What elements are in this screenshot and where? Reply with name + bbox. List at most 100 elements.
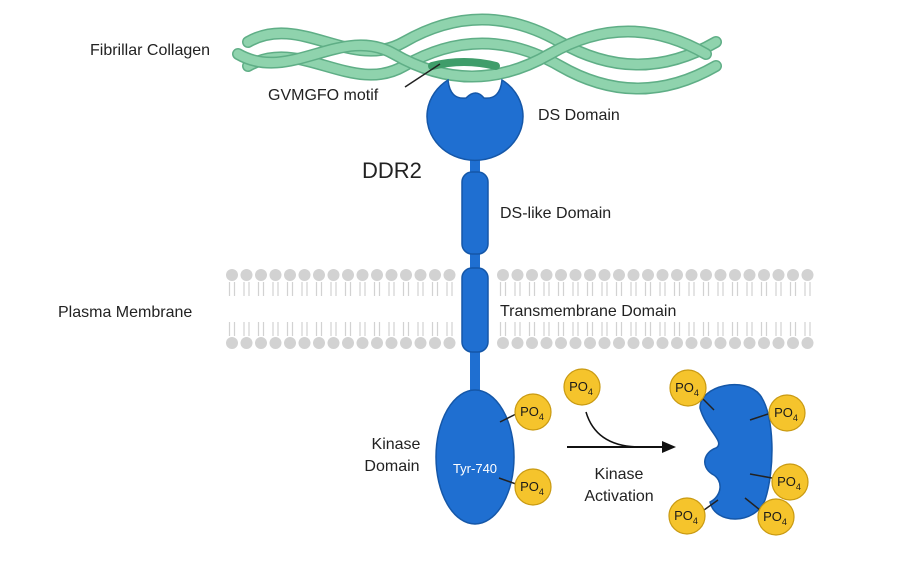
phosphate-label: PO4 — [520, 479, 544, 497]
activated-kinase — [699, 383, 773, 520]
lipid-head — [671, 337, 683, 349]
lipid-head — [385, 337, 398, 349]
lipid-head — [497, 337, 509, 349]
lipid-head — [240, 337, 253, 349]
lipid-head — [569, 337, 582, 349]
lipid-head — [584, 337, 596, 349]
phosphate-group: PO4 — [768, 394, 806, 432]
lipid-head — [526, 337, 538, 349]
lipid-head — [714, 337, 727, 349]
phosphate-group: PO4 — [669, 369, 707, 407]
lipid-head — [627, 337, 640, 349]
phosphate-label: PO4 — [520, 404, 544, 422]
lipid-head — [613, 269, 625, 281]
lipid-head — [526, 269, 538, 281]
lipid-head — [269, 269, 282, 281]
lipid-head — [656, 337, 669, 349]
lipid-head — [356, 337, 369, 349]
lipid-head — [772, 269, 785, 281]
activation-arrow — [567, 411, 676, 453]
lipid-head — [313, 269, 325, 281]
lipid-head — [443, 337, 456, 349]
lipid-head — [400, 269, 412, 281]
lipid-head — [714, 269, 727, 281]
lipid-head — [671, 269, 683, 281]
lipid-head — [511, 269, 524, 281]
lipid-head — [801, 337, 814, 349]
lipid-head — [569, 269, 582, 281]
transmembrane-domain — [461, 267, 489, 353]
collagen-label: Fibrillar Collagen — [90, 42, 210, 59]
activation-label-line2: Activation — [584, 488, 653, 505]
lipid-head — [298, 337, 311, 349]
po4-link-d — [703, 499, 719, 511]
ddr2-label: DDR2 — [362, 158, 422, 183]
phosphate-label: PO4 — [674, 508, 698, 526]
collagen-fibril — [232, 13, 722, 95]
lipid-head — [598, 337, 611, 349]
phosphate-circle — [514, 468, 552, 506]
lipid-head — [685, 269, 698, 281]
lipid-head — [685, 337, 698, 349]
phosphate-label: PO4 — [763, 509, 787, 527]
ds-like-domain — [461, 171, 489, 255]
ds-domain-label: DS Domain — [538, 107, 620, 124]
phosphate-circle — [669, 369, 707, 407]
lipid-head — [700, 337, 712, 349]
collagen-strand-3-fill — [233, 27, 711, 81]
lipid-head — [429, 269, 441, 281]
lipid-head — [758, 269, 770, 281]
kinase-domain-label-line2: Domain — [364, 458, 419, 475]
lipid-head — [642, 269, 654, 281]
kinase-domain-label-line1: Kinase — [372, 436, 421, 453]
lipid-head — [787, 337, 799, 349]
po4-link-2 — [498, 477, 517, 485]
po4-link-b — [749, 413, 769, 421]
po4-link-c — [749, 473, 773, 479]
lipid-head — [555, 269, 567, 281]
lipid-head — [598, 269, 611, 281]
motif-label: GVMGFO motif — [268, 87, 379, 104]
lipid-head — [240, 269, 253, 281]
lipid-head — [342, 337, 354, 349]
lipid-head — [255, 269, 267, 281]
phosphate-group: PO4 — [514, 393, 552, 431]
lipid-head — [255, 337, 267, 349]
lipid-head — [371, 269, 383, 281]
lipid-head — [787, 269, 799, 281]
lipid-head — [729, 269, 741, 281]
lipid-head — [385, 269, 398, 281]
lipid-head — [613, 337, 625, 349]
phosphate-label: PO4 — [569, 379, 593, 397]
lipid-head — [511, 337, 524, 349]
lipid-head — [758, 337, 770, 349]
connector-lines — [404, 63, 773, 511]
ddr2-receptor — [426, 78, 524, 525]
lipid-head — [497, 269, 509, 281]
phosphate-circle — [514, 393, 552, 431]
phosphate-label: PO4 — [774, 405, 798, 423]
phosphate-group: PO4 — [668, 497, 706, 535]
activation-label-line1: Kinase — [595, 466, 644, 483]
transmembrane-label: Transmembrane Domain — [500, 303, 676, 320]
phosphate-circle — [668, 497, 706, 535]
lipid-head — [371, 337, 383, 349]
lipid-head — [540, 269, 553, 281]
phosphate-group: PO4 — [757, 498, 795, 536]
phosphate-circle — [768, 394, 806, 432]
lipid-head — [284, 269, 296, 281]
phosphate-circle — [563, 368, 601, 406]
lipid-head — [584, 269, 596, 281]
phosphate-group: PO4 — [563, 368, 601, 406]
lipid-head — [729, 337, 741, 349]
lipid-head — [414, 269, 427, 281]
lipid-head — [700, 269, 712, 281]
lipid-head — [226, 337, 238, 349]
lipid-head — [627, 269, 640, 281]
phosphate-label: PO4 — [675, 380, 699, 398]
lipid-head — [743, 337, 756, 349]
lipid-head — [400, 337, 412, 349]
lipid-head — [298, 269, 311, 281]
